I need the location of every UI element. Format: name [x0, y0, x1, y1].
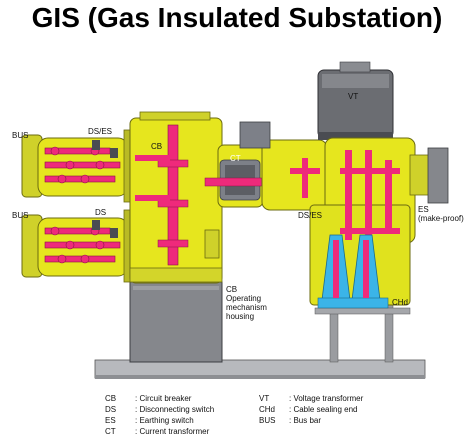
current-transformer — [204, 144, 316, 208]
label-ds-es-top: DS/ES — [88, 127, 113, 136]
label-cb-housing-3: mechanism — [226, 303, 267, 312]
ds-es-right-module — [239, 121, 328, 211]
label-cb-housing-1: CB — [226, 285, 238, 294]
base-shadow — [95, 375, 425, 379]
label-vt: VT — [348, 92, 359, 101]
voltage-transformer — [317, 61, 394, 140]
cb-operating-mechanism-housing — [129, 281, 223, 363]
label-bus-bottom: BUS — [12, 211, 29, 220]
legend-left: CB: Circuit breaker DS: Disconnecting sw… — [105, 393, 214, 437]
label-bus-top: BUS — [12, 131, 29, 140]
legend-item: BUS: Bus bar — [259, 416, 322, 425]
bus-enclosure-bottom — [21, 209, 135, 283]
label-chd: CHd — [392, 298, 409, 307]
legend-item: DS: Disconnecting switch — [105, 405, 215, 414]
cable-sealing-ends — [317, 234, 389, 309]
legend-item: CHd: Cable sealing end — [259, 405, 358, 414]
page-title: GIS (Gas Insulated Substation) — [31, 2, 443, 33]
support-plate — [314, 307, 411, 315]
label-cb-housing-4: housing — [226, 312, 255, 321]
legend-right: VT: Voltage transformer CHd: Cable seali… — [259, 393, 363, 426]
label-cb-housing-2: Operating — [226, 294, 262, 303]
circuit-breaker-enclosure — [129, 111, 223, 284]
legend-item: CT: Current transformer — [105, 427, 210, 436]
label-ds-es-right: DS/ES — [298, 211, 323, 220]
legend-item: CB: Circuit breaker — [105, 394, 192, 403]
label-es-make-proof-2: (make-proof) — [418, 214, 464, 223]
bus-enclosure-top — [21, 129, 135, 203]
es-make-proof — [409, 147, 449, 204]
label-ct: CT — [230, 154, 241, 163]
legend-item: VT: Voltage transformer — [259, 394, 364, 403]
label-ds-bottom: DS — [95, 208, 107, 217]
legend-item: ES: Earthing switch — [105, 416, 194, 425]
label-es-make-proof-1: ES — [418, 205, 429, 214]
label-cb-top: CB — [151, 142, 163, 151]
